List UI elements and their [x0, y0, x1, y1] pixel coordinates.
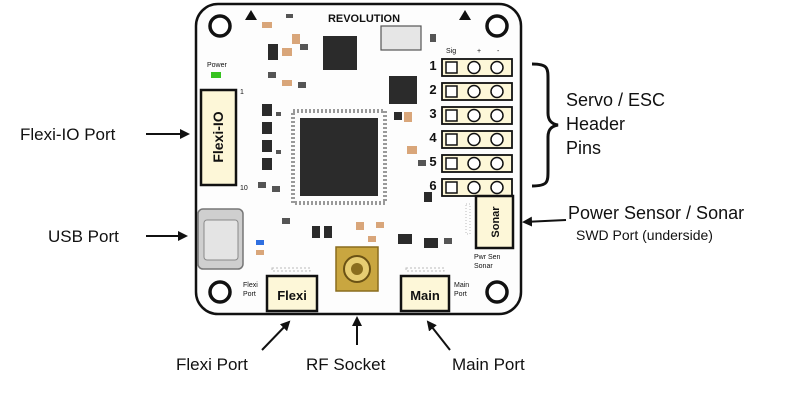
- smd-component: [282, 218, 290, 224]
- callout-power-sensor-sonar: Power Sensor / Sonar: [568, 203, 744, 223]
- smd-component: [376, 222, 384, 228]
- header-row-number: 2: [429, 82, 436, 97]
- header-row-number: 6: [429, 178, 436, 193]
- header-row-number: 5: [429, 154, 436, 169]
- crystal-component: [380, 25, 422, 51]
- chip-right: [389, 76, 417, 104]
- arrow-main: [426, 320, 451, 351]
- power-led: [211, 72, 221, 78]
- smd-component: [394, 112, 402, 120]
- header-row: 1: [429, 58, 513, 77]
- callout-flexi-port: Flexi Port: [176, 355, 248, 374]
- smd-component: [404, 112, 412, 122]
- smd-component: [282, 80, 292, 86]
- smd-component: [300, 44, 308, 50]
- flexi-pads: [271, 267, 311, 272]
- board-title: REVOLUTION: [328, 13, 400, 25]
- chip-top: [323, 36, 357, 70]
- smd-component: [368, 236, 376, 242]
- callout-swd-port: SWD Port (underside): [576, 227, 713, 243]
- orientation-arrow-icon: [245, 10, 257, 20]
- mounting-hole-bottom-right: [485, 280, 509, 304]
- flexiio-connector: [199, 88, 238, 187]
- mounting-hole-top-left: [208, 14, 232, 38]
- main-pads: [405, 267, 445, 272]
- main-connector-label: Main: [410, 288, 440, 303]
- callouts: Flexi-IO Port USB Port Servo / ESC Heade…: [20, 62, 744, 374]
- resistor-column: [258, 104, 281, 192]
- flexi-connector: [265, 274, 319, 313]
- arrow-flexi: [261, 320, 291, 351]
- power-label: Power: [207, 62, 228, 69]
- smd-component: [286, 14, 293, 18]
- flexiio-connector-label: Flexi-IO: [210, 111, 226, 162]
- smd-component: [444, 238, 452, 244]
- smd-component: [282, 48, 292, 56]
- mounting-hole-bottom-left: [208, 280, 232, 304]
- header-row: 4: [429, 130, 513, 149]
- header-row: 6: [429, 178, 513, 197]
- smd-component: [292, 34, 300, 44]
- flexiio-pin-last: 10: [240, 185, 248, 192]
- header-row: 5: [429, 154, 513, 173]
- smd-component: [356, 222, 364, 230]
- header-col-minus: -: [497, 48, 500, 55]
- flexi-connector-label: Flexi: [277, 288, 307, 303]
- sonar-connector-label: Sonar: [490, 206, 502, 238]
- smd-component: [418, 160, 426, 166]
- main-small-text-line2: Port: [454, 291, 467, 298]
- callout-servo-line1: Servo / ESC: [566, 90, 665, 110]
- mounting-hole-top-right: [485, 14, 509, 38]
- flexiio-pin-first: 1: [240, 89, 244, 96]
- rf-socket-center: [351, 263, 363, 275]
- pwrsen-text-line1: Pwr Sen: [474, 254, 501, 261]
- header-col-sig: Sig: [446, 48, 456, 55]
- servo-bracket: [531, 62, 559, 188]
- pwrsen-text-line2: Sonar: [474, 263, 493, 270]
- callout-servo-line3: Pins: [566, 138, 601, 158]
- smd-component: [407, 146, 417, 154]
- header-row-number: 1: [429, 58, 436, 73]
- callout-flexiio-port: Flexi-IO Port: [20, 125, 116, 144]
- header-row-number: 4: [429, 130, 437, 145]
- callout-servo-line2: Header: [566, 114, 625, 134]
- header-row-number: 3: [429, 106, 436, 121]
- flexi-small-text-line1: Flexi: [243, 282, 258, 289]
- smd-component: [256, 250, 264, 255]
- header-row: 3: [429, 106, 513, 125]
- mounting-holes: [208, 14, 509, 304]
- smd-component: [324, 226, 332, 238]
- blue-led: [256, 240, 264, 245]
- smd-component: [312, 226, 320, 238]
- smd-component: [262, 22, 272, 28]
- arrow-sonar: [522, 216, 567, 227]
- main-connector: [399, 274, 451, 313]
- mcu-pins: [291, 109, 387, 205]
- header-row: 2: [429, 82, 513, 101]
- smd-component: [268, 72, 276, 78]
- smd-component: [424, 192, 432, 202]
- usb-connector-inner: [203, 219, 239, 261]
- sonar-connector: [474, 194, 515, 250]
- callout-usb-port: USB Port: [48, 227, 119, 246]
- main-mcu-chip: [300, 118, 378, 196]
- smd-component: [430, 34, 436, 42]
- smd-component: [424, 238, 438, 248]
- sonar-pads: [465, 203, 471, 235]
- callout-main-port: Main Port: [452, 355, 525, 374]
- flight-controller-board: REVOLUTION Power Flexi-IO 1 10: [194, 2, 523, 316]
- smd-component: [398, 234, 412, 244]
- main-small-text-line1: Main: [454, 282, 469, 289]
- smd-component: [268, 44, 278, 60]
- orientation-arrow-icon: [459, 10, 471, 20]
- header-col-plus: +: [477, 48, 481, 55]
- callout-rf-socket: RF Socket: [306, 355, 386, 374]
- servo-header: 1 2 3 4: [429, 58, 513, 197]
- smd-component: [298, 82, 306, 88]
- flexi-small-text-line2: Port: [243, 291, 256, 298]
